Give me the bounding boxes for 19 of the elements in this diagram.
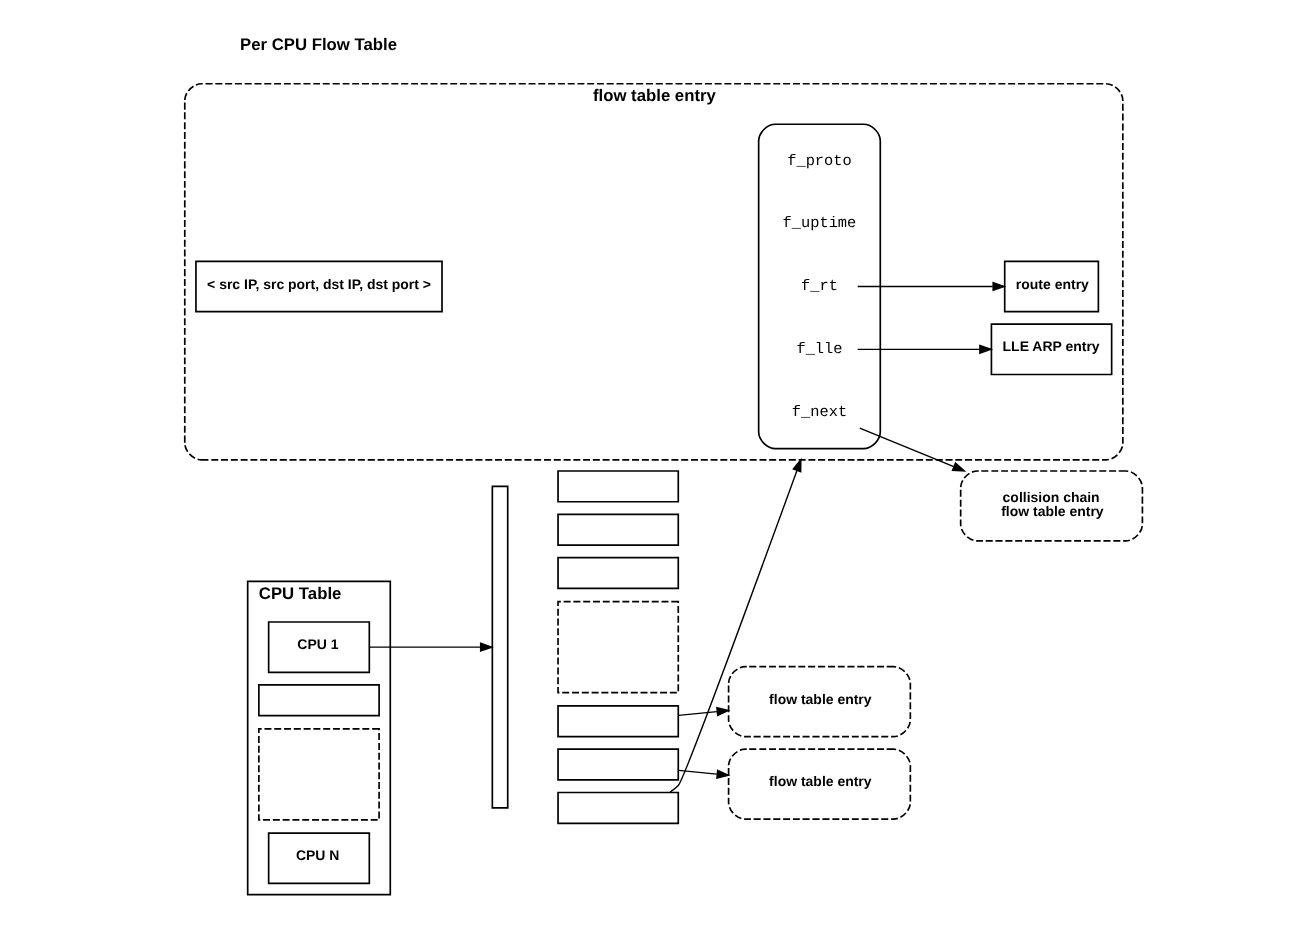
node-box [556, 791, 679, 825]
arrow [367, 642, 493, 653]
arrow [676, 769, 730, 779]
node-box [556, 600, 679, 694]
cluster [756, 123, 881, 450]
node-box [556, 705, 679, 738]
node-box [556, 513, 679, 546]
arrow [856, 344, 993, 355]
arrow [858, 427, 966, 472]
node-bar [490, 485, 508, 809]
node-box [257, 684, 379, 717]
label: Per CPU Flow Table [239, 34, 396, 55]
node-box [556, 470, 679, 503]
arrow [668, 457, 801, 793]
arrow [856, 281, 1006, 292]
arrow [676, 706, 730, 717]
node-box [556, 556, 679, 590]
node-box [556, 748, 679, 781]
node-box [257, 728, 379, 821]
